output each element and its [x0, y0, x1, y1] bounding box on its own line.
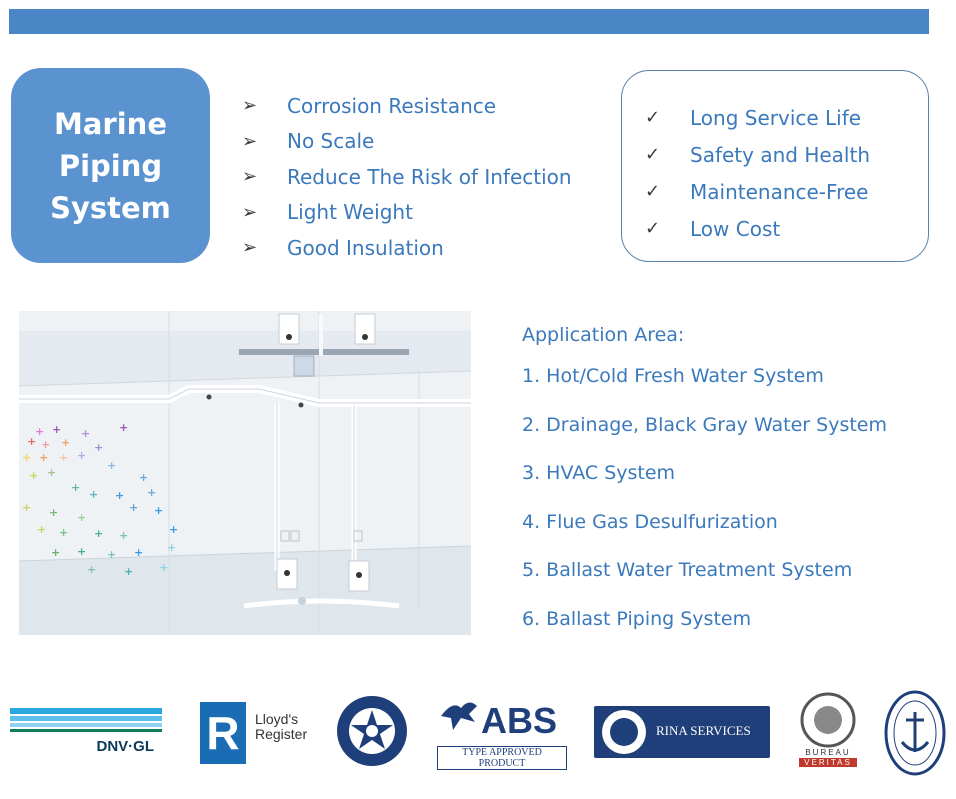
svg-text:+: + — [39, 451, 48, 464]
svg-text:+: + — [59, 526, 68, 539]
svg-text:+: + — [159, 561, 168, 574]
application-item: 4. Flue Gas Desulfurization — [522, 510, 778, 533]
maritime-register-seal — [335, 694, 409, 768]
piping-system-illustration: + + + + + + + + + + + + + + + + + + + + … — [19, 311, 471, 635]
svg-text:+: + — [169, 523, 178, 536]
svg-text:+: + — [22, 451, 31, 464]
svg-text:+: + — [61, 436, 70, 449]
svg-text:+: + — [49, 506, 58, 519]
benefit-label: Low Cost — [690, 216, 781, 241]
arrow-bullet-icon: ➢ — [242, 130, 258, 152]
feature-item: ➢ No Scale — [242, 124, 572, 160]
bureau-veritas-logo: BUREAU VERITAS — [793, 692, 863, 774]
check-icon: ✓ — [645, 107, 661, 128]
benefit-box: ✓ Long Service Life ✓ Safety and Health ✓ M… — [621, 70, 929, 262]
benefit-item: ✓ Maintenance-Free — [645, 173, 928, 210]
feature-item: ➢ Reduce The Risk of Infection — [242, 159, 572, 195]
svg-text:+: + — [154, 504, 163, 517]
svg-text:+: + — [35, 425, 44, 438]
rina-text: RINA SERVICES — [656, 723, 751, 738]
dnv-gl-logo: DNV·GL — [10, 708, 162, 758]
benefit-item: ✓ Safety and Health — [645, 136, 928, 173]
svg-text:+: + — [107, 548, 116, 561]
svg-text:+: + — [47, 466, 56, 479]
svg-text:+: + — [22, 501, 31, 514]
svg-text:+: + — [119, 529, 128, 542]
svg-text:+: + — [89, 488, 98, 501]
benefit-label: Maintenance-Free — [690, 179, 869, 204]
check-icon: ✓ — [645, 181, 661, 202]
abs-logo: ABS TYPE APPROVED PRODUCT — [435, 694, 570, 772]
anchor-emblem-logo — [884, 690, 946, 776]
bureau-text: BUREAU — [805, 748, 851, 757]
feature-item: ➢ Good Insulation — [242, 230, 572, 266]
benefit-label: Safety and Health — [690, 142, 870, 167]
title-line: Piping — [58, 148, 163, 183]
arrow-bullet-icon: ➢ — [242, 166, 258, 188]
svg-text:+: + — [129, 501, 138, 514]
svg-text:+: + — [87, 563, 96, 576]
svg-text:+: + — [41, 438, 50, 451]
svg-text:+: + — [59, 451, 68, 464]
benefit-item: ✓ Low Cost — [645, 210, 928, 247]
application-title: Application Area: — [522, 324, 685, 346]
application-item: 1. Hot/Cold Fresh Water System — [522, 365, 824, 387]
feature-label: Corrosion Resistance — [287, 93, 497, 118]
feature-label: Good Insulation — [287, 235, 444, 260]
svg-text:+: + — [94, 441, 103, 454]
check-icon: ✓ — [645, 218, 661, 239]
title-box: Marine Piping System — [11, 68, 210, 263]
top-banner-bar — [9, 9, 929, 34]
benefit-item: ✓ Long Service Life — [645, 99, 928, 136]
svg-text:+: + — [134, 546, 143, 559]
svg-text:+: + — [52, 423, 61, 436]
arrow-bullet-icon: ➢ — [242, 237, 258, 259]
dnv-gl-text: DNV·GL — [96, 738, 155, 755]
application-item: 5. Ballast Water Treatment System — [522, 559, 853, 581]
lloyds-text-line: Register — [255, 726, 308, 742]
svg-text:+: + — [119, 421, 128, 434]
feature-label: Light Weight — [287, 200, 413, 225]
svg-text:+: + — [107, 459, 116, 472]
certification-logos: DNV·GL R Lloyd's Register ABS TYPE APPRO… — [10, 680, 956, 788]
svg-text:+: + — [77, 545, 86, 558]
svg-text:+: + — [115, 489, 124, 502]
application-item: 6. Ballast Piping System — [522, 607, 752, 630]
application-item: 2. Drainage, Black Gray Water System — [522, 413, 888, 436]
svg-text:+: + — [51, 546, 60, 559]
feature-label: Reduce The Risk of Infection — [287, 164, 572, 189]
arrow-bullet-icon: ➢ — [242, 201, 258, 223]
benefit-label: Long Service Life — [690, 105, 862, 130]
veritas-text: VERITAS — [799, 758, 857, 767]
arrow-bullet-icon: ➢ — [242, 95, 258, 117]
svg-text:+: + — [77, 449, 86, 462]
feature-item: ➢ Corrosion Resistance — [242, 88, 572, 124]
abs-subtitle: TYPE APPROVED PRODUCT — [437, 746, 567, 770]
lloyds-text-line: Lloyd's — [255, 711, 299, 727]
check-icon: ✓ — [645, 144, 661, 165]
svg-text:+: + — [139, 471, 148, 484]
rina-services-logo: RINA SERVICES — [594, 706, 770, 758]
svg-text:+: + — [167, 541, 176, 554]
feature-item: ➢ Light Weight — [242, 195, 572, 231]
svg-text:+: + — [27, 435, 36, 448]
lloyds-register-logo: R Lloyd's Register — [200, 698, 320, 770]
svg-text:+: + — [124, 565, 133, 578]
svg-text:+: + — [29, 469, 38, 482]
application-area: Application Area: 1. Hot/Cold Fresh Wate… — [522, 318, 887, 643]
piping-illustration-svg: + + + + + + + + + + + + + + + + + + + + … — [19, 311, 471, 635]
title-line: Marine — [54, 106, 167, 141]
abs-text: ABS — [481, 700, 558, 741]
svg-text:+: + — [77, 511, 86, 524]
svg-text:+: + — [37, 523, 46, 536]
svg-text:+: + — [71, 481, 80, 494]
title-line: System — [50, 190, 171, 225]
svg-text:+: + — [81, 427, 90, 440]
svg-text:+: + — [147, 486, 156, 499]
feature-label: No Scale — [287, 129, 375, 154]
application-item: 3. HVAC System — [522, 462, 676, 484]
svg-text:+: + — [94, 527, 103, 540]
feature-list: ➢ Corrosion Resistance ➢ No Scale ➢ Reduce … — [242, 88, 572, 266]
